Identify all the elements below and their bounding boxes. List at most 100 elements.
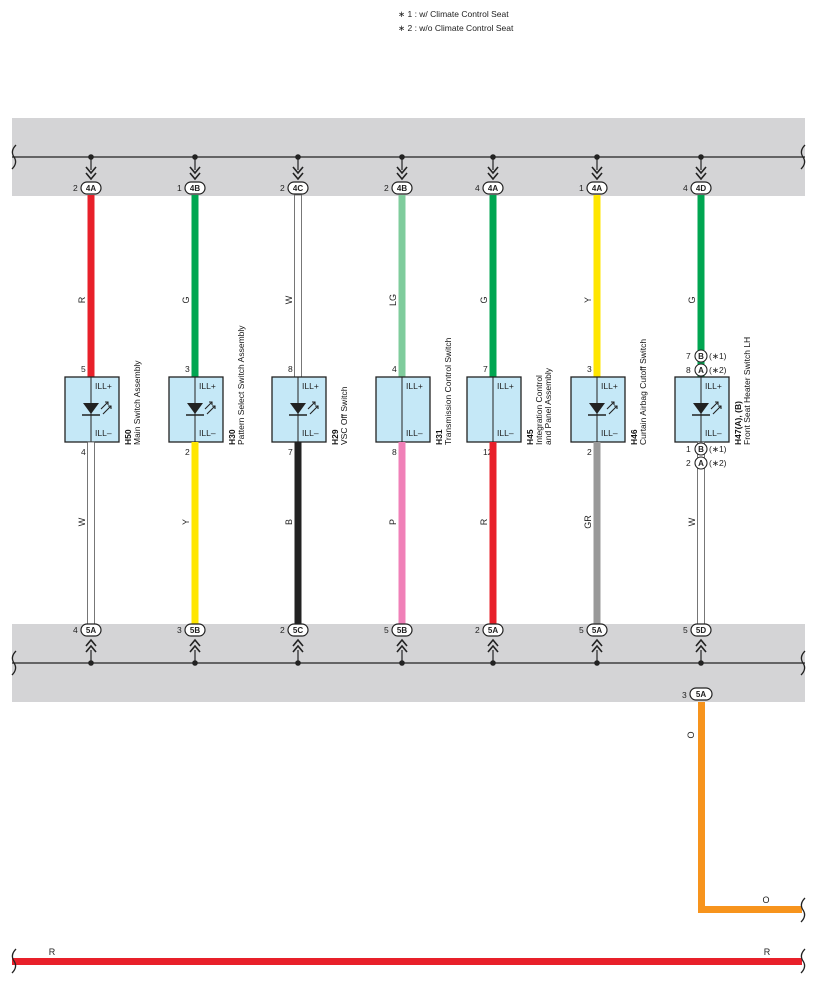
bottom-connector bbox=[391, 623, 413, 637]
top-wire-color-label: G bbox=[181, 296, 191, 303]
h47-pin-letter: A bbox=[698, 459, 704, 468]
bottom-connector bbox=[586, 623, 608, 637]
component-name: Front Seat Heater Switch LH bbox=[742, 337, 752, 445]
bottom-wire bbox=[87, 441, 95, 625]
component-code: H31 bbox=[434, 429, 444, 445]
component-code: H47(A), (B) bbox=[733, 401, 743, 445]
bottom-pin-number: 5 bbox=[579, 625, 584, 635]
output-wire-group: 3 5A O O bbox=[682, 687, 806, 923]
ill-minus-label: ILL– bbox=[302, 428, 319, 438]
bottom-connector bbox=[287, 623, 309, 637]
led-rays bbox=[307, 401, 319, 415]
top-junction-dot bbox=[594, 154, 600, 160]
led-rays bbox=[204, 401, 216, 415]
ill-plus-label: ILL+ bbox=[705, 381, 722, 391]
bottom-pin-number: 4 bbox=[73, 625, 78, 635]
top-pin-number: 2 bbox=[73, 183, 78, 193]
bottom-connector bbox=[184, 623, 206, 637]
bottom-pin-number: 3 bbox=[177, 625, 182, 635]
top-pin-number: 4 bbox=[683, 183, 688, 193]
top-junction-dot bbox=[192, 154, 198, 160]
top-wire-color-label: W bbox=[284, 295, 294, 304]
top-wire bbox=[87, 195, 95, 377]
component-name: Transmission Control Switch bbox=[443, 337, 453, 445]
pin-minus-number: 2 bbox=[587, 447, 592, 457]
bottom-connector-arrows bbox=[85, 638, 97, 653]
pin-plus-number: 7 bbox=[483, 364, 488, 374]
top-connector-label: 4D bbox=[696, 184, 706, 193]
component-code: H50 bbox=[123, 429, 133, 445]
bottom-wire bbox=[294, 442, 302, 624]
top-pin-number: 4 bbox=[475, 183, 480, 193]
bottom-pin-number: 2 bbox=[475, 625, 480, 635]
ill-plus-label: ILL+ bbox=[406, 381, 423, 391]
h47-pin-number: 7 bbox=[686, 351, 691, 361]
top-connector-label: 4A bbox=[488, 184, 498, 193]
bottom-wire bbox=[191, 442, 199, 624]
pin-minus-number: 7 bbox=[288, 447, 293, 457]
pin-plus-number: 3 bbox=[185, 364, 190, 374]
led-rays bbox=[606, 401, 618, 415]
bottom-wire-label-left: R bbox=[49, 947, 56, 957]
h47-pin-letter: B bbox=[698, 445, 704, 454]
bottom-wire bbox=[593, 442, 601, 624]
bottom-junction-dot bbox=[192, 660, 198, 666]
top-connector-label: 4A bbox=[592, 184, 602, 193]
top-connector bbox=[482, 181, 504, 195]
component-code: H30 bbox=[227, 429, 237, 445]
bottom-connector-label: 5A bbox=[592, 626, 602, 635]
bottom-connector-label: 5C bbox=[293, 626, 303, 635]
output-wire-color-label-h: O bbox=[762, 895, 769, 905]
top-connector-arrows bbox=[396, 166, 408, 181]
bottom-junction-dot bbox=[698, 660, 704, 666]
bottom-connector-arrows bbox=[292, 638, 304, 653]
top-junction-dot bbox=[490, 154, 496, 160]
bottom-wire-label-right: R bbox=[764, 947, 771, 957]
ill-plus-label: ILL+ bbox=[199, 381, 216, 391]
led-triangle bbox=[589, 403, 605, 414]
bottom-wire-color-label: Y bbox=[181, 519, 191, 525]
top-pin-number: 2 bbox=[280, 183, 285, 193]
bottom-connector bbox=[482, 623, 504, 637]
note-1: ∗ 1 : w/ Climate Control Seat bbox=[398, 9, 509, 19]
led-icon bbox=[186, 401, 216, 416]
h47-pin-condition: (∗1) bbox=[709, 351, 727, 361]
h47-pin-number: 8 bbox=[686, 365, 691, 375]
component-name: Integration Control bbox=[534, 375, 544, 445]
top-wire-color-label: LG bbox=[388, 294, 398, 306]
led-icon bbox=[82, 401, 112, 416]
h47-pin-condition: (∗2) bbox=[709, 458, 727, 468]
bottom-connector bbox=[80, 623, 102, 637]
bottom-pin-number: 5 bbox=[384, 625, 389, 635]
output-pin-number: 3 bbox=[682, 690, 687, 700]
bottom-connector-arrows bbox=[591, 638, 603, 653]
component-box bbox=[375, 376, 431, 443]
ill-minus-label: ILL– bbox=[199, 428, 216, 438]
bottom-pin-number: 2 bbox=[280, 625, 285, 635]
h47-pin-letter: A bbox=[698, 366, 704, 375]
pin-minus-number: 8 bbox=[392, 447, 397, 457]
top-bus-break-left bbox=[11, 144, 17, 170]
top-wire-color-label: R bbox=[77, 296, 87, 303]
h47-pin-letter: B bbox=[698, 352, 704, 361]
top-junction-dot bbox=[88, 154, 94, 160]
bottom-wire bbox=[398, 442, 406, 624]
note-2: ∗ 2 : w/o Climate Control Seat bbox=[398, 23, 514, 33]
top-connector-label: 4A bbox=[86, 184, 96, 193]
bottom-connector-label: 5D bbox=[696, 626, 706, 635]
led-icon bbox=[692, 401, 722, 416]
ill-minus-label: ILL– bbox=[601, 428, 618, 438]
top-connector-arrows bbox=[591, 166, 603, 181]
pin-plus-number: 4 bbox=[392, 364, 397, 374]
top-connector-arrows bbox=[695, 166, 707, 181]
ill-plus-label: ILL+ bbox=[302, 381, 319, 391]
bottom-connector-arrows bbox=[487, 638, 499, 653]
top-connector bbox=[391, 181, 413, 195]
bottom-pin-number: 5 bbox=[683, 625, 688, 635]
bottom-bus-break-left bbox=[11, 650, 17, 676]
